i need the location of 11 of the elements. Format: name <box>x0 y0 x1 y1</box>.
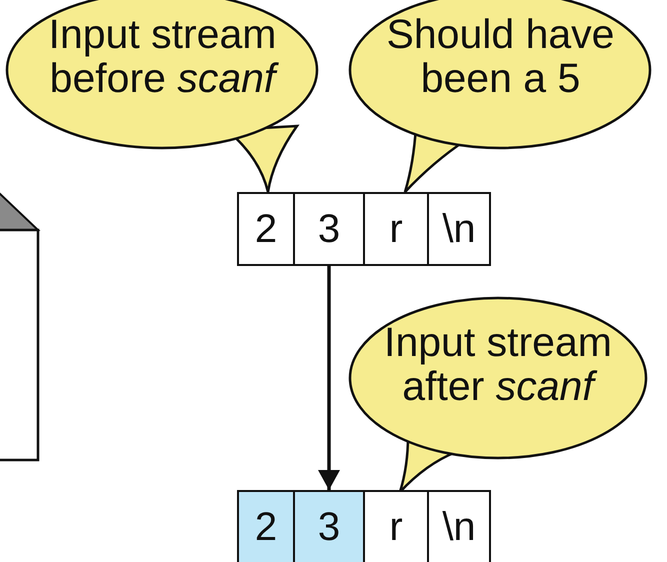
stream-cell: 2 <box>237 490 295 562</box>
bubble-text: Should have been a 5 <box>386 12 616 101</box>
bubble-text: Input stream before scanf <box>25 12 300 101</box>
stream-cell: 2 <box>237 192 295 266</box>
arrow <box>318 266 340 490</box>
stream-cell: \n <box>427 192 491 266</box>
stream-cell: r <box>363 192 429 266</box>
stream-cell: 3 <box>293 192 365 266</box>
bubble-text: Input stream after scanf <box>383 320 613 409</box>
stream-cell: \n <box>427 490 491 562</box>
stream-cell: 3 <box>293 490 365 562</box>
